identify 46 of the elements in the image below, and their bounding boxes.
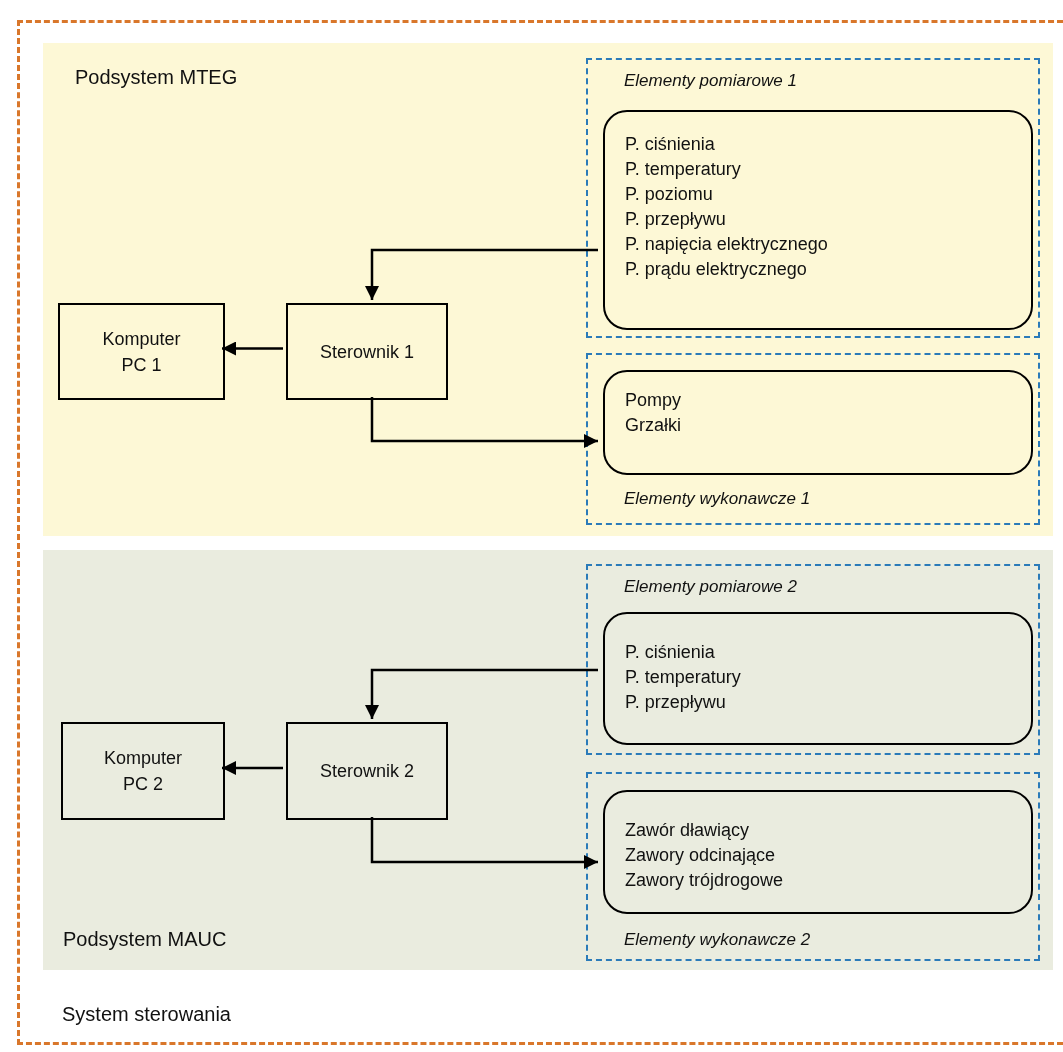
rounded-box xyxy=(603,370,1033,475)
process-box xyxy=(58,303,225,400)
list-item: P. temperatury xyxy=(625,666,742,689)
process-box xyxy=(286,722,448,820)
group-title: Elementy wykonawcze 1 xyxy=(624,489,811,509)
list-item: Grzałki xyxy=(625,414,682,437)
box-label: Komputer PC 2 xyxy=(102,747,183,796)
list-item: Pompy xyxy=(625,389,683,412)
arrow xyxy=(365,668,598,719)
subsystem-panel xyxy=(43,43,1053,536)
box-label: Komputer PC 1 xyxy=(101,327,182,377)
arrow xyxy=(222,341,283,356)
process-box xyxy=(286,303,448,400)
rounded-box xyxy=(603,790,1033,914)
rounded-box xyxy=(603,612,1033,745)
list-item: P. prądu elektrycznego xyxy=(625,258,808,281)
process-box xyxy=(61,722,225,820)
list-item: P. ciśnienia xyxy=(625,641,716,664)
panel-title: Podsystem MAUC xyxy=(63,928,227,951)
rounded-box xyxy=(603,110,1033,330)
list-item: Zawory odcinające xyxy=(625,844,777,867)
arrow xyxy=(365,248,598,300)
group-title: Elementy pomiarowe 1 xyxy=(624,71,797,91)
list-item: P. temperatury xyxy=(625,158,742,181)
arrow xyxy=(370,817,598,869)
list-item: P. napięcia elektrycznego xyxy=(625,233,829,256)
frame-title: System sterowania xyxy=(62,1003,231,1026)
list-item: P. przepływu xyxy=(625,691,727,714)
subsystem-panel xyxy=(43,550,1053,970)
dashed-group-frame xyxy=(586,58,1040,338)
dashed-group-frame xyxy=(586,772,1040,961)
panel-title: Podsystem MTEG xyxy=(75,66,238,89)
list-item: P. ciśnienia xyxy=(625,133,716,156)
list-item: P. przepływu xyxy=(625,208,727,231)
arrow xyxy=(370,397,598,448)
box-label: Sterownik 2 xyxy=(319,760,414,783)
box-label: Sterownik 1 xyxy=(319,340,414,364)
dashed-group-frame xyxy=(586,353,1040,525)
dashed-group-frame xyxy=(586,564,1040,755)
group-title: Elementy pomiarowe 2 xyxy=(624,577,797,597)
list-item: Zawór dławiący xyxy=(625,819,751,842)
arrow xyxy=(222,761,283,775)
list-item: Zawory trójdrogowe xyxy=(625,869,785,892)
dashed-frame xyxy=(17,20,1063,1045)
list-item: P. poziomu xyxy=(625,183,714,206)
group-title: Elementy wykonawcze 2 xyxy=(624,930,811,950)
